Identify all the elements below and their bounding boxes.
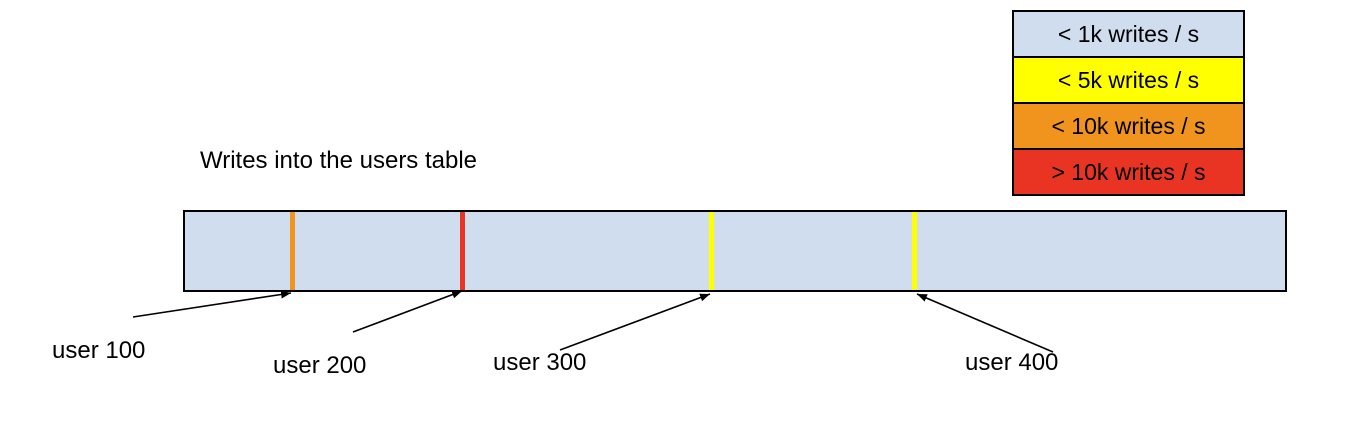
arrow-user-300 [559,293,711,351]
users-table-bar [183,210,1287,292]
marker-user-300 [709,212,714,290]
diagram-title: Writes into the users table [200,147,478,174]
label-user-300: user 300 [493,349,587,376]
legend-item-3: < 10k writes / s [1014,102,1243,148]
marker-user-100 [290,212,295,290]
marker-user-400 [912,212,917,290]
legend-item-2: < 5k writes / s [1014,56,1243,102]
legend: < 1k writes / s < 5k writes / s < 10k writ… [1012,10,1245,196]
arrow-user-400 [916,293,1054,353]
marker-user-200 [460,212,465,290]
legend-item-4: > 10k writes / s [1014,148,1243,194]
label-user-100: user 100 [52,337,146,364]
arrow-user-100 [132,290,292,318]
label-user-200: user 200 [273,352,367,379]
label-user-400: user 400 [965,349,1059,376]
legend-label: < 10k writes / s [1051,112,1206,139]
legend-label: > 10k writes / s [1051,158,1206,185]
legend-label: < 1k writes / s [1057,20,1200,47]
legend-item-1: < 1k writes / s [1014,12,1243,56]
arrow-user-200 [352,290,463,333]
legend-label: < 5k writes / s [1057,66,1200,93]
